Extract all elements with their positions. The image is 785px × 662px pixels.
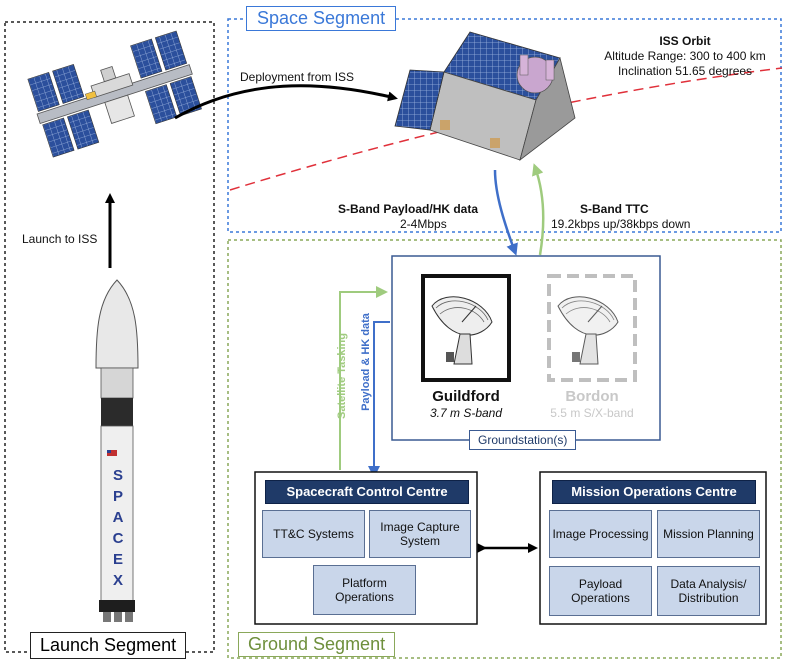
groundstation-box-label: Groundstation(s) [469,430,577,450]
space-segment-label: Space Segment [246,6,397,31]
satellite-illustration [394,31,576,162]
guildford-name: Guildford [432,388,500,405]
launch-segment-label: Launch Segment [30,632,187,659]
ttc-rate: 19.2kbps up/38kbps down [551,217,691,231]
ttc-title: S-Band TTC [580,202,649,216]
scc-platform-operations: Platform Operations [313,565,416,615]
space-segment-border [227,18,782,233]
scc-title: Spacecraft Control Centre [265,480,469,504]
orbit-title: ISS Orbit [659,34,711,48]
deployment-label: Deployment from ISS [240,70,355,84]
bordon-dish-icon [557,296,619,365]
satellite-tasking-label: Satellite Tasking [336,333,348,419]
launch-to-iss-label: Launch to ISS [22,232,98,246]
ground-segment-border [227,239,782,659]
ground-segment-label: Ground Segment [238,632,396,657]
scc-ttc-systems: TT&C Systems [262,510,365,558]
scc-image-capture: Image Capture System [369,510,471,558]
moc-mission-planning: Mission Planning [657,510,760,558]
rocket-lettering: SPACEX [112,467,124,589]
bordon-name: Bordon [565,388,619,405]
moc-payload-operations: Payload Operations [549,566,652,616]
guildford-dish-icon [431,296,493,365]
payload-link-rate: 2-4Mbps [400,217,447,231]
deployment-arrow [174,84,398,120]
orbit-inclination: Inclination 51.65 degrees [617,64,753,78]
moc-title: Mission Operations Centre [552,480,756,504]
payload-link-title: S-Band Payload/HK data [338,202,479,216]
bordon-detail: 5.5 m S/X-band [550,406,634,420]
downlink-arrow [493,169,518,256]
moc-image-processing: Image Processing [549,510,652,558]
payload-hk-arrow [368,321,390,478]
moc-data-analysis: Data Analysis/ Distribution [657,566,760,616]
guildford-detail: 3.7 m S-band [429,406,503,420]
payload-hk-label: Payload & HK data [360,313,372,411]
iss-illustration [27,30,202,158]
orbit-altitude: Altitude Range: 300 to 400 km [604,49,766,63]
rocket-illustration [95,279,139,622]
satellite-tasking-arrow [339,286,388,470]
ttc-arrow [532,163,545,256]
